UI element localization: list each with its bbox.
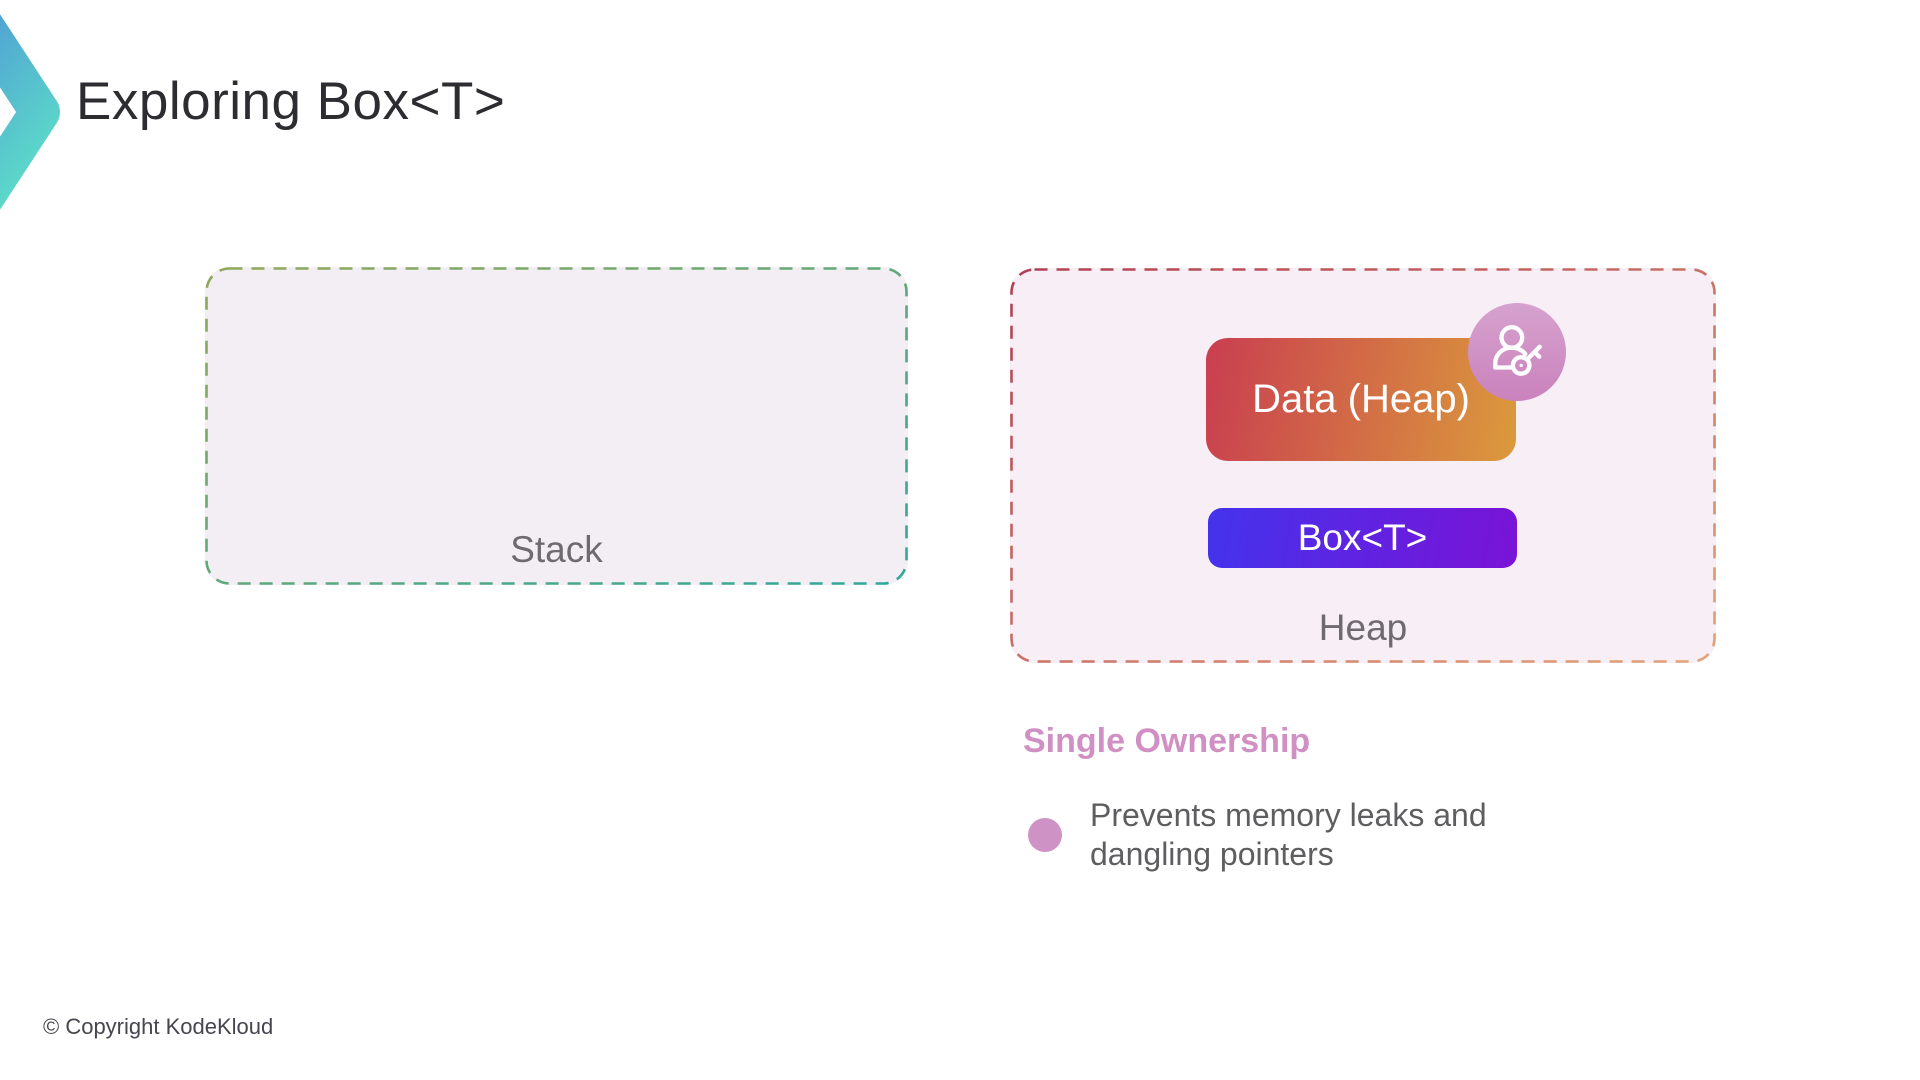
box-t-label: Box<T> [1297, 517, 1428, 558]
heap-panel-dashed-border [1010, 268, 1716, 663]
bullet-item: Prevents memory leaks and dangling point… [1028, 796, 1498, 874]
notes-heading: Single Ownership [1023, 722, 1311, 760]
bullet-dot-icon [1028, 818, 1062, 853]
stack-panel-dashed-border [205, 267, 908, 585]
kodekloud-logo-icon [0, 14, 60, 210]
data-heap-label: Data (Heap) [1252, 377, 1470, 421]
heap-panel: Data (Heap) Box<T> Heap [1010, 268, 1716, 663]
bullet-text: Prevents memory leaks and dangling point… [1090, 797, 1487, 873]
page-title: Exploring Box<T> [76, 72, 506, 131]
box-t-block: Box<T> [1208, 508, 1517, 568]
data-heap-block: Data (Heap) [1206, 338, 1516, 461]
stack-label: Stack [510, 529, 603, 570]
ownership-badge [1468, 303, 1566, 401]
heap-label: Heap [1318, 607, 1408, 648]
copyright: © Copyright KodeKloud [43, 1014, 274, 1039]
stack-panel: Stack [205, 267, 908, 585]
user-key-icon [1493, 325, 1542, 376]
